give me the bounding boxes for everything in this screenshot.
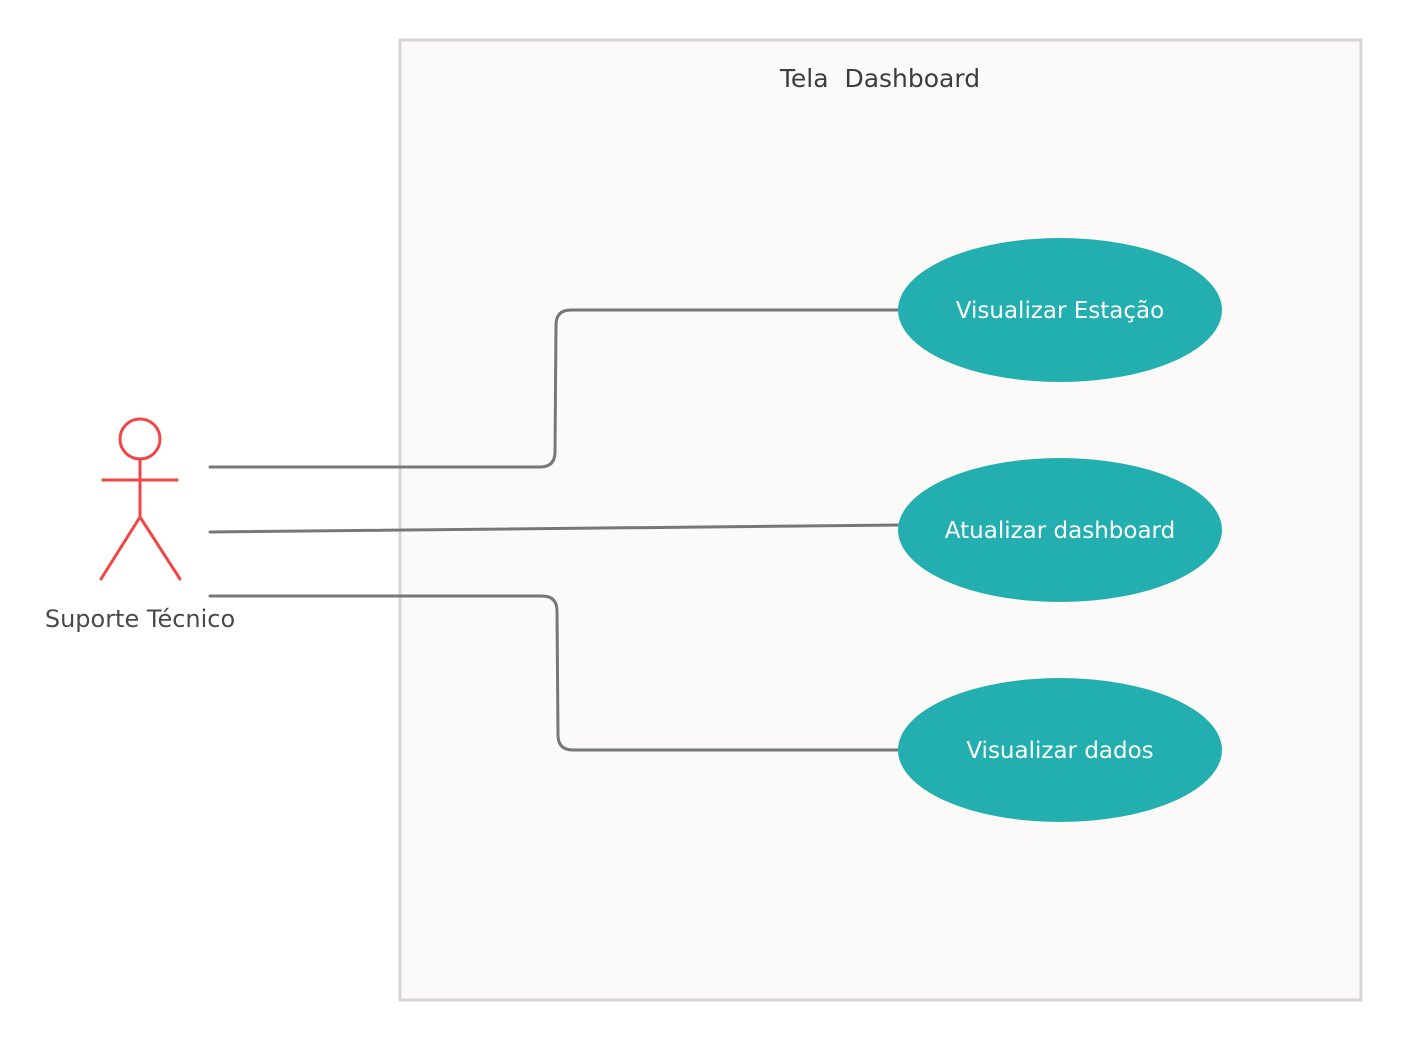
- stick-figure-icon: [99, 417, 182, 581]
- actor-head: [118, 417, 162, 461]
- associations: [208, 308, 902, 752]
- association-visualizar-dados[interactable]: [208, 594, 902, 752]
- actor-label: Suporte Técnico: [45, 605, 235, 633]
- actor-right-leg: [138, 515, 182, 581]
- association-visualizar-estacao[interactable]: [208, 308, 902, 469]
- use-case-ellipse: [898, 238, 1222, 382]
- use-case-ellipse: [898, 458, 1222, 602]
- actor-suporte-tecnico[interactable]: Suporte Técnico: [45, 417, 235, 633]
- use-case-visualizar-dados[interactable]: Visualizar dados: [898, 678, 1222, 822]
- use-case-label: Visualizar dados: [966, 738, 1153, 764]
- system-title: Tela Dashboard: [779, 64, 980, 93]
- association-atualizar-dashboard[interactable]: [208, 523, 902, 534]
- use-case-label: Atualizar dashboard: [945, 518, 1175, 544]
- use-case-label: Visualizar Estação: [956, 298, 1164, 324]
- use-case-ellipse: [898, 678, 1222, 822]
- actor-left-leg: [99, 515, 142, 581]
- use-case-atualizar-dashboard[interactable]: Atualizar dashboard: [898, 458, 1222, 602]
- use-case-visualizar-estacao[interactable]: Visualizar Estação: [898, 238, 1222, 382]
